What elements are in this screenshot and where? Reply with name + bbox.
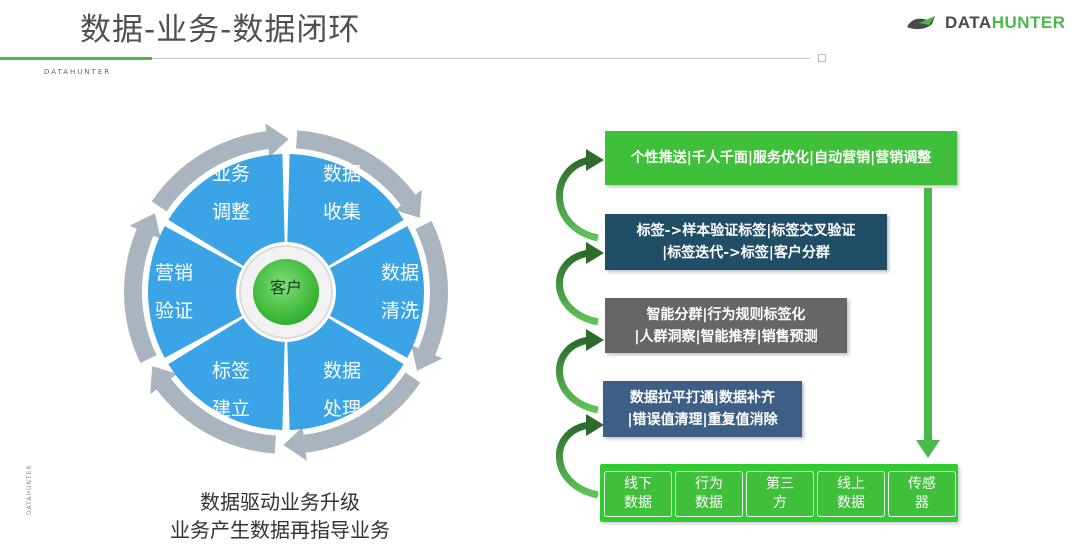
step-box-segmentation: 智能分群|行为规则标签化 |人群洞察|智能推荐|销售预测 xyxy=(605,298,847,353)
curved-arrow-4 xyxy=(555,149,604,242)
data-sources-panel: 线下 数据 行为 数据 第三 方 线上 数据 传感 器 xyxy=(600,464,958,522)
step-box-tagging: 标签->样本验证标签|标签交叉验证 |标签迭代->标签|客户分群 xyxy=(605,214,887,270)
step-box-marketing: 个性推送|千人千面|服务优化|自动营销|营销调整 xyxy=(605,131,957,185)
step-text: 个性推送|千人千面|服务优化|自动营销|营销调整 xyxy=(630,150,932,166)
source-behavior-data: 行为 数据 xyxy=(675,471,743,517)
segment-data-clean: 数据 清洗 xyxy=(370,254,430,330)
curved-arrow-3 xyxy=(555,242,604,326)
source-offline-data: 线下 数据 xyxy=(604,471,672,517)
curved-arrow-2 xyxy=(555,329,604,414)
cycle-arrow-ring xyxy=(124,123,448,461)
curved-arrow-1 xyxy=(555,414,604,499)
ring-arc xyxy=(296,130,418,208)
page-title: 数据-业务-数据闭环 xyxy=(80,12,361,48)
logo-text-data: DATA xyxy=(945,13,992,32)
ring-arc xyxy=(301,372,421,454)
segment-label-line2: 验证 xyxy=(154,300,193,322)
step-text: 智能分群|行为规则标签化 |人群洞察|智能推荐|销售预测 xyxy=(634,306,818,345)
title-rule-end-marker xyxy=(818,54,826,62)
center-customer-circle xyxy=(253,259,319,325)
ring-arrowhead xyxy=(129,213,161,239)
wheel-segment xyxy=(329,226,424,358)
wheel-segment xyxy=(287,154,404,266)
datahunter-logo: DATAHUNTER xyxy=(905,13,1066,33)
ring-arc xyxy=(124,226,157,364)
source-online-data: 线上 数据 xyxy=(817,471,885,517)
wheel-segment xyxy=(168,318,285,430)
segment-label-line2: 收集 xyxy=(322,201,361,223)
wheel-segment xyxy=(287,318,404,430)
wheel-segment xyxy=(168,154,285,266)
ring-arc xyxy=(154,376,276,454)
segment-tag-build: 标签 建立 xyxy=(201,352,261,428)
down-arrow xyxy=(916,188,940,458)
ring-arrowhead xyxy=(283,426,307,461)
ring-arrowhead xyxy=(394,189,422,218)
wheel-segments xyxy=(147,154,424,430)
segment-label-line1: 数据 xyxy=(322,360,361,382)
segment-label-line2: 建立 xyxy=(211,398,250,420)
ring-arrowhead xyxy=(150,366,178,395)
segment-label-line1: 数据 xyxy=(380,262,419,284)
segment-label-line1: 数据 xyxy=(322,163,361,185)
step-text: 标签->样本验证标签|标签交叉验证 |标签迭代->标签|客户分群 xyxy=(636,223,856,261)
title-underline xyxy=(152,58,810,59)
segment-label-line1: 标签 xyxy=(211,360,250,382)
logo-text-hunter: HUNTER xyxy=(991,13,1066,32)
segment-business-adjust: 业务 调整 xyxy=(201,155,261,231)
segment-label-line1: 营销 xyxy=(154,262,193,284)
caption-line-2: 业务产生数据再指导业务 xyxy=(170,518,390,542)
step-text: 数据拉平打通|数据补齐 |错误值清理|重复值消除 xyxy=(627,390,778,428)
ring-arc xyxy=(151,130,271,212)
segment-data-process: 数据 处理 xyxy=(312,352,372,428)
caption-line-1: 数据驱动业务升级 xyxy=(200,490,360,514)
ring-arc xyxy=(415,220,448,358)
source-sensor: 传感 器 xyxy=(888,471,956,517)
brand-text-small: DATAHUNTER xyxy=(44,68,112,76)
segment-label-line1: 业务 xyxy=(211,163,250,185)
segment-label-line2: 处理 xyxy=(322,398,361,420)
segment-data-collect: 数据 收集 xyxy=(312,155,372,231)
title-underline-accent xyxy=(0,57,152,60)
segment-marketing-verify: 营销 验证 xyxy=(144,254,204,330)
datahunter-logo-icon xyxy=(907,16,935,30)
source-third-party: 第三 方 xyxy=(746,471,814,517)
center-customer-label: 客户 xyxy=(269,278,302,297)
ring-arrowhead xyxy=(411,345,443,371)
wheel-segment xyxy=(147,226,243,358)
segment-label-line2: 清洗 xyxy=(380,300,419,322)
segment-label-line2: 调整 xyxy=(211,201,250,223)
ring-arrowhead xyxy=(265,123,289,158)
step-box-data-cleaning: 数据拉平打通|数据补齐 |错误值清理|重复值消除 xyxy=(603,381,802,437)
